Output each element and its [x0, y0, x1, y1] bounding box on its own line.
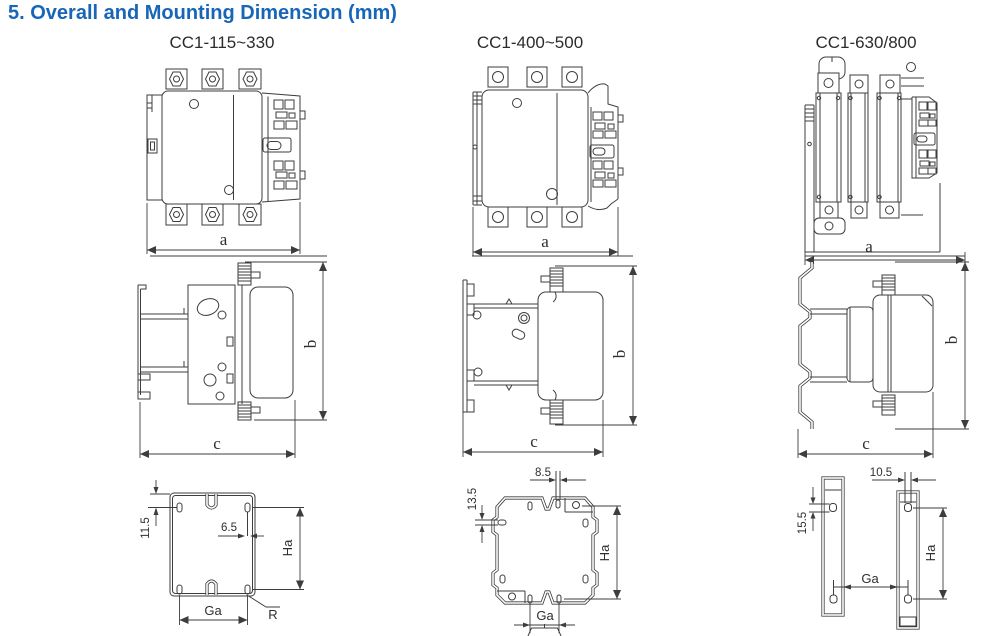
dim-b-label: b [301, 340, 320, 349]
side-view-cc1-115-330: b c [137, 255, 327, 458]
dim-11-5-label: 11.5 [140, 517, 152, 539]
front-view-cc1-630-800: a [804, 56, 966, 265]
dimension-b: b [245, 261, 327, 421]
top-terminals [487, 66, 583, 88]
bottom-terminals [487, 206, 583, 228]
dimension-c: c [797, 392, 934, 458]
dimension-ha: Ha [252, 507, 304, 590]
contact-housing [872, 294, 934, 393]
dimension-r: R [246, 594, 280, 622]
mounting-view-cc1-400-500: 8.5 13.5 Ha Ga [467, 467, 621, 636]
dimension-8-5: 8.5 [530, 467, 586, 483]
dim-ga-label: Ga [204, 603, 222, 618]
dim-15-5-label: 15.5 [797, 512, 809, 534]
mounting-rail-left [821, 476, 845, 617]
contact-housing [249, 286, 294, 399]
mounting-plate [169, 492, 256, 597]
bottom-terminals [165, 203, 262, 226]
bolt-top [237, 262, 261, 286]
dim-6-5-label: 6.5 [221, 522, 237, 534]
model-heading-cc1-115-330: CC1-115~330 [169, 33, 275, 52]
mounting-plate [491, 471, 599, 605]
dimension-10-5: 10.5 [870, 467, 936, 483]
side-mount-plate [472, 91, 482, 206]
contact-housing [537, 291, 604, 401]
dim-ga-label: Ga [861, 571, 879, 586]
dim-a-label: a [220, 230, 228, 249]
dim-8-5-label: 8.5 [535, 467, 551, 479]
bolt-bottom [237, 401, 261, 421]
dimension-b: b [895, 261, 969, 430]
dim-c-label: c [213, 434, 221, 453]
dim-c-label: c [530, 432, 538, 451]
dimension-b: b [555, 265, 637, 426]
dimension-ga: Ga [833, 571, 908, 590]
dim-a-label: a [865, 237, 873, 256]
aux-contact-block [587, 83, 624, 211]
dim-b-label: b [942, 336, 961, 345]
dim-10-5-label: 10.5 [870, 467, 892, 479]
dimension-c: c [462, 400, 604, 457]
dimension-6-5: 6.5 [218, 522, 264, 539]
bolt-bottom [540, 399, 564, 425]
dim-r-label: R [268, 607, 277, 622]
front-view-cc1-115-330: a [146, 68, 306, 254]
side-view-cc1-400-500: b c [462, 255, 637, 457]
pole-2 [847, 74, 869, 219]
pole-1 [813, 56, 846, 235]
dim-13-5-label: 13.5 [467, 488, 479, 510]
side-mount-bracket [146, 94, 162, 201]
dimension-a: a [146, 202, 301, 254]
dimension-11-5: 11.5 [140, 480, 177, 539]
contactor-body [481, 89, 589, 208]
mount-bracket-profile [798, 262, 814, 429]
dim-ha-label: Ha [280, 539, 295, 556]
bolt-bottom [872, 394, 896, 416]
dimension-15-5: 15.5 [797, 487, 830, 534]
dimension-ga: Ga [179, 595, 248, 625]
dimension-13-5: 13.5 [467, 488, 498, 543]
dim-ga-label: Ga [536, 608, 554, 623]
dim-c-label: c [862, 434, 870, 453]
dim-a-label: a [541, 232, 549, 251]
cropped-shape [527, 624, 562, 636]
bolt-top [540, 267, 564, 293]
magnet-arm [474, 298, 538, 391]
mounting-view-cc1-115-330: 11.5 6.5 Ha Ga R [140, 480, 304, 625]
magnet-body [187, 284, 243, 405]
mounting-view-cc1-630-800: 10.5 15.5 Ha Ga [797, 467, 947, 630]
dimension-ha: Ha [913, 507, 947, 600]
terminal-screw-detail [901, 62, 924, 87]
top-terminals [165, 68, 262, 90]
mount-bracket-profile [137, 284, 188, 400]
magnet-step-body [810, 306, 874, 383]
dimension-ha: Ha [564, 505, 621, 600]
pole-3 [876, 74, 902, 219]
aux-contact-block [261, 92, 306, 203]
bolt-top [872, 274, 896, 296]
dim-b-label: b [610, 350, 629, 359]
back-plate-and-rail [804, 104, 941, 253]
mounting-rail-right [896, 472, 920, 630]
aux-contact-block [901, 96, 938, 216]
front-view-cc1-400-500: a [472, 66, 624, 256]
model-heading-cc1-400-500: CC1-400~500 [476, 33, 584, 52]
dim-ha-label: Ha [923, 544, 938, 561]
mount-plate-profile [462, 279, 483, 413]
model-heading-cc1-630-800: CC1-630/800 [815, 33, 917, 52]
dimension-c: c [139, 400, 296, 458]
contactor-body [161, 90, 263, 205]
side-view-cc1-630-800: b c [797, 255, 969, 458]
page-title: 5. Overall and Mounting Dimension (mm) [8, 2, 397, 24]
dimension-a: a [472, 207, 619, 256]
dim-ha-label: Ha [597, 544, 612, 561]
